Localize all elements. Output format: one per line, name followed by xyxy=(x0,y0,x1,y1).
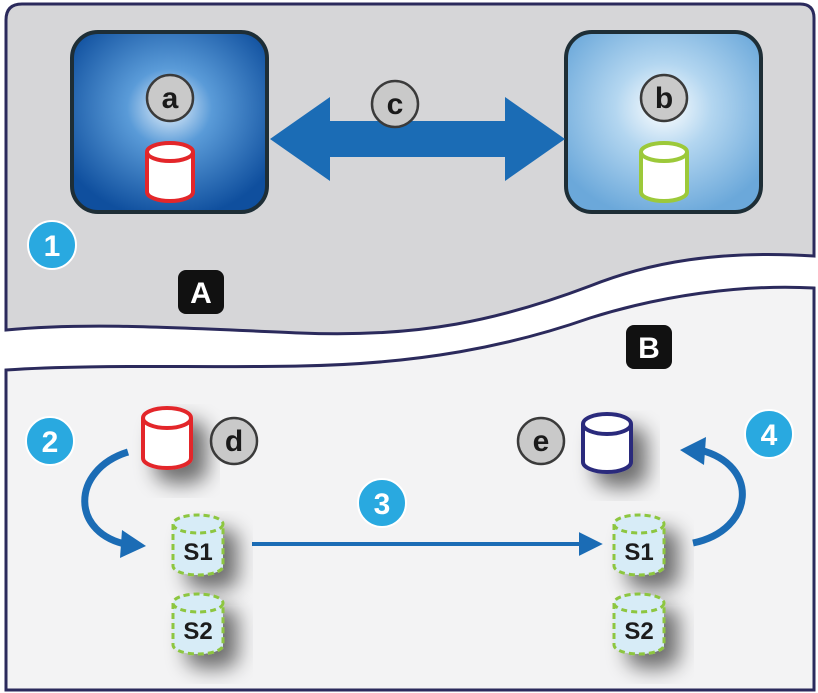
database-icon xyxy=(145,141,195,203)
segment-left-s2: S2 xyxy=(171,592,225,656)
database-icon xyxy=(639,141,689,203)
marker-e-label: e xyxy=(533,425,550,458)
panel-label-a: A xyxy=(178,270,224,314)
step-3-label: 3 xyxy=(374,488,391,521)
marker-d-label: d xyxy=(225,425,243,458)
panel-label-a-text: A xyxy=(190,277,212,310)
marker-b: b xyxy=(639,73,689,123)
step-2-label: 2 xyxy=(42,426,59,459)
panel-label-b: B xyxy=(626,325,672,369)
step-4: 4 xyxy=(744,409,794,459)
segment-left-s1: S1 xyxy=(171,513,225,577)
step-1-label: 1 xyxy=(44,230,61,263)
step-4-label: 4 xyxy=(761,419,778,452)
marker-a: a xyxy=(145,73,195,123)
database-icon xyxy=(581,412,633,474)
marker-b-label: b xyxy=(655,82,673,115)
segment-right-s1-label: S1 xyxy=(624,539,653,566)
segment-left-s1-label: S1 xyxy=(183,539,212,566)
curved-arrow-icon xyxy=(692,446,746,547)
step-1: 1 xyxy=(27,220,77,270)
segment-right-s1: S1 xyxy=(612,513,666,577)
marker-c-label: c xyxy=(387,88,404,121)
marker-c: c xyxy=(370,79,420,129)
bidirectional-arrow-icon xyxy=(270,97,565,181)
marker-a-label: a xyxy=(162,82,179,115)
segment-right-s2-label: S2 xyxy=(624,618,653,645)
marker-d: d xyxy=(209,416,259,466)
segment-left-s2-label: S2 xyxy=(183,618,212,645)
step-3: 3 xyxy=(357,478,407,528)
segment-right-s2: S2 xyxy=(612,592,666,656)
step-2: 2 xyxy=(25,416,75,466)
database-icon xyxy=(141,406,193,470)
marker-e: e xyxy=(516,416,566,466)
panel-label-b-text: B xyxy=(638,332,660,365)
curved-arrow-icon xyxy=(81,448,131,549)
panel-bottom xyxy=(4,285,816,692)
